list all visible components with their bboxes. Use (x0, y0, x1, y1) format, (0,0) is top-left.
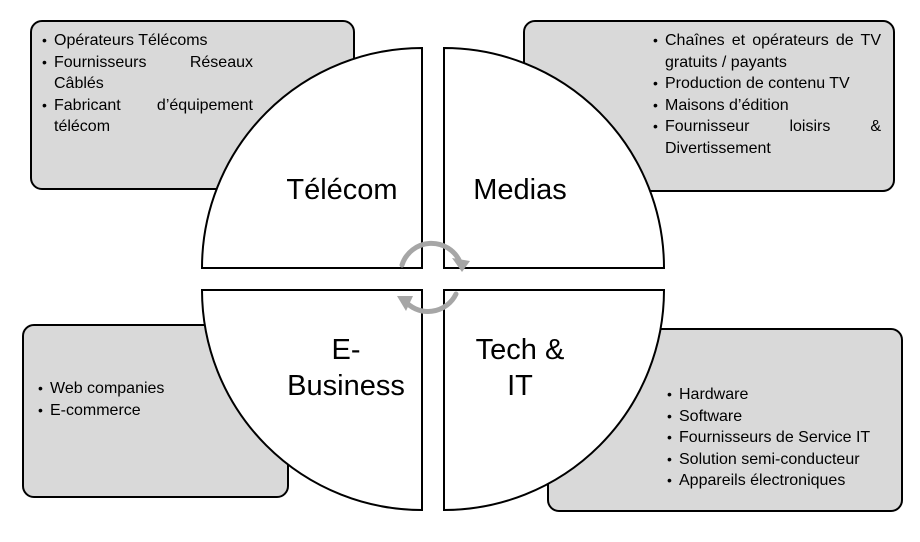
list-item: E-commerce (38, 400, 227, 422)
cycle-arrows-icon (397, 240, 470, 314)
list-item: Hardware (667, 384, 893, 406)
quadrant-title-medias: Medias (473, 174, 567, 206)
quadrant-title-ebusiness: E- Business (266, 332, 426, 404)
quadrant-title-telecom: Télécom (286, 174, 398, 206)
list-item: Fournisseur loisirs & Divertissement (653, 116, 881, 159)
list-item: Appareils électroniques (667, 470, 893, 492)
list-item: Maisons d’édition (653, 95, 881, 117)
quadrant-telecom-shape (200, 46, 423, 269)
list-item: Solution semi-conducteur (667, 449, 893, 471)
list-item: Web companies (38, 378, 227, 400)
list-item: Fournisseurs de Service IT (667, 427, 893, 449)
list-item: Software (667, 406, 893, 428)
quadrant-tech-shape (443, 289, 666, 512)
quadrant-title-line: Tech & (475, 334, 565, 366)
list-item: Fournisseurs Réseaux Câblés (42, 52, 253, 95)
list-item: Production de contenu TV (653, 73, 881, 95)
quadrant-title-tech: Tech & IT (455, 332, 585, 404)
quadrant-title-line: E- (331, 334, 361, 366)
quadrant-ebusiness-shape (200, 289, 423, 512)
quadrant-title-line: Business (287, 370, 405, 402)
list-item: Chaînes et opérateurs de TV gratuits / p… (653, 30, 881, 73)
quadrant-medias-shape (443, 46, 666, 269)
quadrant-title-line: IT (507, 370, 533, 402)
list-item: Opérateurs Télécoms (42, 30, 253, 52)
list-item: Fabricant d’équipement télécom (42, 95, 253, 138)
